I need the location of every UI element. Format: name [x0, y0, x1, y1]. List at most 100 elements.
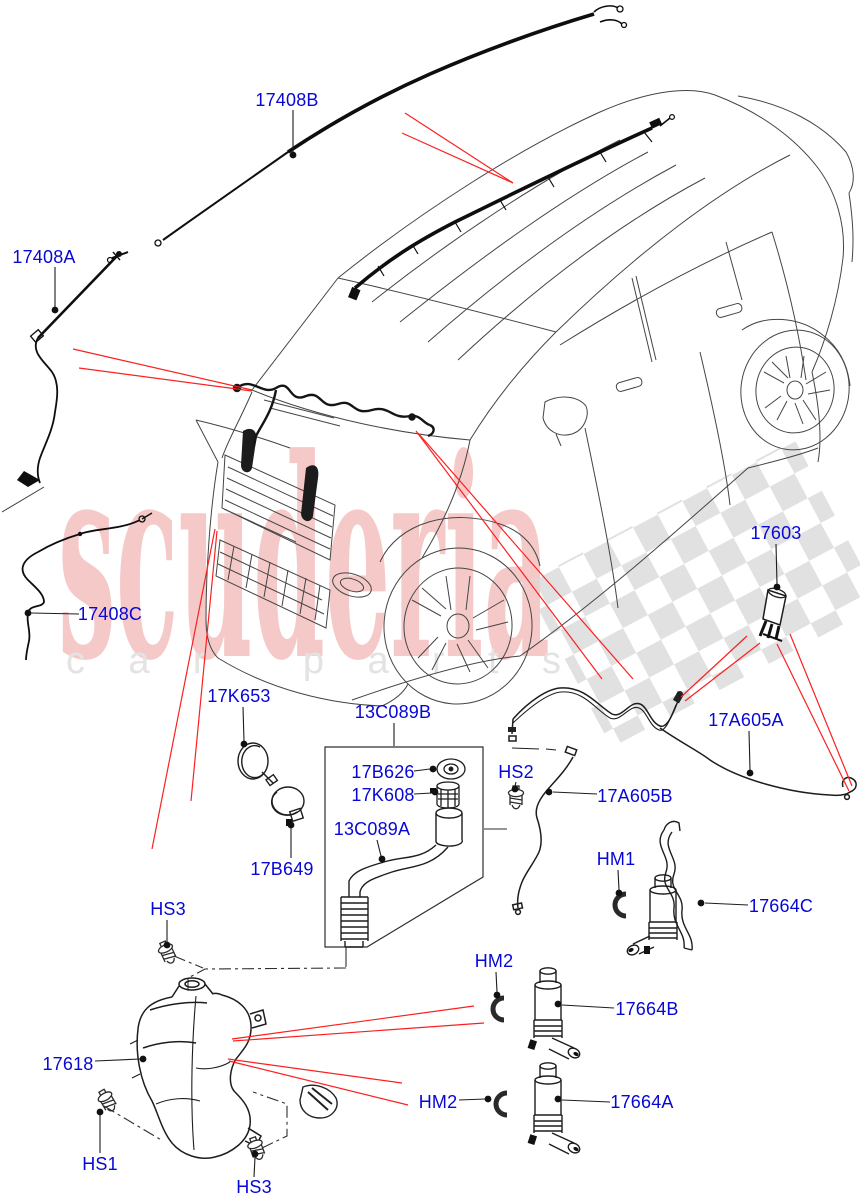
leader-dot-13C089A [378, 855, 386, 863]
leader-line-HS3-lower [253, 1156, 256, 1178]
red-pointer-line-0 [404, 112, 514, 184]
red-pointer-line-7 [417, 432, 634, 680]
leader-dot-17K608 [431, 788, 439, 796]
checkered-flag-watermark [524, 439, 860, 748]
part-drawing-17408A[interactable] [1, 251, 122, 513]
part-drawing-HM2-grommet-upper[interactable] [490, 995, 505, 1023]
leader-line-13C089A [376, 839, 382, 857]
leader-line-HM2-lower [458, 1098, 486, 1101]
part-drawing-17618[interactable] [129, 977, 267, 1159]
callout-leader-lines [24, 110, 781, 1178]
part-label-17664A[interactable]: 17664A [610, 1092, 674, 1112]
leader-dot-HS1 [96, 1108, 104, 1116]
part-drawing-13C089A[interactable] [340, 807, 463, 948]
roof-hose-installed [348, 113, 675, 301]
leader-dot-17408A [51, 306, 59, 314]
headlamp-washer-brackets [241, 428, 338, 1119]
part-drawing-17A605[interactable] [508, 687, 857, 916]
vehicle-outline-drawing [195, 90, 854, 707]
part-label-17A605B[interactable]: 17A605B [597, 786, 673, 806]
red-pointer-line-3 [78, 367, 253, 392]
leader-dot-17A605B [545, 788, 553, 796]
part-drawing-HM1-grommet[interactable] [612, 891, 627, 919]
part-label-17664C[interactable]: 17664C [748, 896, 814, 916]
leader-line-HS2 [514, 781, 517, 787]
part-label-17B649[interactable]: 17B649 [250, 859, 314, 879]
part-drawing-17664C[interactable] [626, 820, 693, 956]
red-pointer-line-6 [415, 430, 603, 680]
part-drawing-17K653-17B649[interactable] [237, 742, 305, 826]
leader-dot-17664A [554, 1095, 562, 1103]
part-label-HS2[interactable]: HS2 [498, 762, 534, 782]
assembly-centerlines [103, 955, 347, 1149]
leader-dot-17664C [697, 899, 705, 907]
leader-dot-HM2-lower [484, 1095, 492, 1103]
leader-dot-17603 [773, 583, 781, 591]
red-pointer-line-5 [190, 530, 218, 802]
part-label-HM1[interactable]: HM1 [596, 849, 636, 869]
red-pointer-line-4 [151, 528, 216, 850]
leader-dot-HS3-lower [251, 1150, 259, 1158]
leader-line-HM2-upper [495, 971, 498, 993]
red-pointer-line-11 [776, 643, 850, 792]
leader-line-17408C [30, 612, 80, 615]
leader-line-17603 [775, 543, 778, 585]
red-pointer-line-8 [680, 635, 748, 698]
leader-dot-17408C [24, 609, 32, 617]
red-pointer-line-2 [72, 348, 253, 391]
red-pointer-line-14 [227, 1058, 403, 1084]
front-grille [221, 454, 336, 561]
part-label-HS1[interactable]: HS1 [82, 1154, 118, 1174]
cowl-washer-harness [232, 382, 435, 447]
part-label-17408A[interactable]: 17408A [12, 247, 76, 267]
side-mirror [542, 396, 588, 436]
part-drawing-17664B[interactable] [527, 967, 582, 1060]
red-pointer-line-13 [232, 1022, 485, 1042]
part-label-HS3-upper[interactable]: HS3 [150, 899, 186, 919]
leader-dot-HM1 [615, 889, 623, 897]
leader-line-17618 [94, 1058, 141, 1062]
leader-line-17664B [561, 1004, 615, 1009]
part-label-17618[interactable]: 17618 [42, 1054, 94, 1074]
part-label-17664B[interactable]: 17664B [615, 999, 679, 1019]
part-label-17K653[interactable]: 17K653 [207, 686, 271, 706]
red-pointer-line-9 [684, 642, 761, 702]
leader-line-17664C [704, 902, 749, 906]
front-wheel [383, 547, 533, 705]
part-label-17A605A[interactable]: 17A605A [708, 710, 784, 730]
part-drawing-17B626[interactable] [436, 758, 466, 780]
fog-lamp [332, 572, 372, 598]
part-label-HM2-lower[interactable]: HM2 [418, 1092, 458, 1112]
part-label-HM2-upper[interactable]: HM2 [474, 951, 514, 971]
leader-dot-17618 [139, 1055, 147, 1063]
leader-line-17A605A [748, 730, 751, 771]
leader-dot-HS3-upper [163, 941, 171, 949]
leader-dot-17K653 [240, 740, 248, 748]
leader-dot-17664B [554, 1000, 562, 1008]
red-pointer-line-12 [231, 1005, 475, 1040]
red-pointer-line-15 [228, 1060, 409, 1106]
bumper-intake-mesh [215, 539, 331, 629]
wiper-blades [263, 399, 341, 427]
part-drawing-17664A[interactable] [527, 1062, 582, 1155]
part-label-17603[interactable]: 17603 [750, 523, 802, 543]
leader-dot-17B649 [287, 821, 295, 829]
part-drawing-HM2-grommet-lower[interactable] [493, 1090, 508, 1118]
leader-dot-17B626 [429, 765, 437, 773]
part-label-17408C[interactable]: 17408C [77, 604, 143, 624]
leader-line-17K653 [242, 706, 245, 742]
part-label-13C089A[interactable]: 13C089A [333, 819, 411, 839]
part-label-HS3-lower[interactable]: HS3 [236, 1177, 272, 1197]
part-label-17K608[interactable]: 17K608 [351, 785, 415, 805]
watermark: scuderia car parts [58, 398, 860, 748]
door-handle [715, 303, 743, 318]
part-label-13C089B[interactable]: 13C089B [354, 702, 432, 722]
part-label-17408B[interactable]: 17408B [255, 90, 319, 110]
leader-line-HM1 [617, 869, 620, 891]
red-pointer-line-1 [401, 132, 514, 184]
leader-line-17B626 [413, 768, 431, 772]
part-label-17B626[interactable]: 17B626 [351, 762, 415, 782]
part-drawing-17408C[interactable] [21, 512, 153, 661]
